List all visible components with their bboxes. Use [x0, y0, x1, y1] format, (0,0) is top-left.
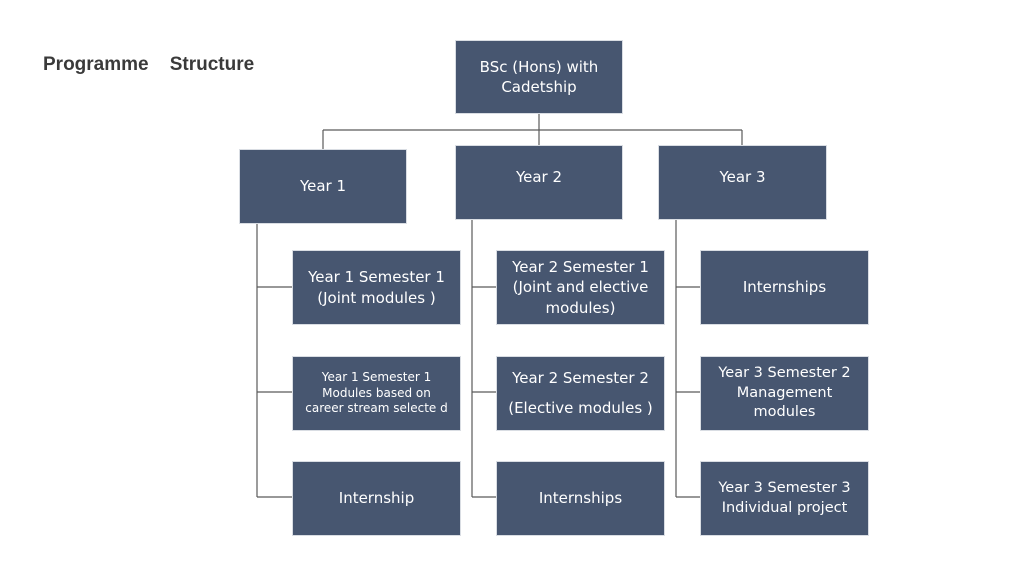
year3-semester2-node: Year 3 Semester 2 Management modules — [700, 356, 869, 431]
year1-internship-node: Internship — [292, 461, 461, 536]
year1-semester1-career-node: Year 1 Semester 1 Modules based on caree… — [292, 356, 461, 431]
page-title: Programme Structure — [43, 54, 255, 75]
year1-node: Year 1 — [239, 149, 407, 224]
root-node: BSc (Hons) with Cadetship — [455, 40, 623, 114]
year2-semester2-node: Year 2 Semester 2 (Elective modules ) — [496, 356, 665, 431]
year2-internships-node: Internships — [496, 461, 665, 536]
year2-node: Year 2 — [455, 145, 623, 220]
year3-semester3-node: Year 3 Semester 3 Individual project — [700, 461, 869, 536]
year1-semester1-joint-node: Year 1 Semester 1 (Joint modules ) — [292, 250, 461, 325]
year3-internships-node: Internships — [700, 250, 869, 325]
year2-semester1-node: Year 2 Semester 1 (Joint and elective mo… — [496, 250, 665, 325]
year3-node: Year 3 — [658, 145, 827, 220]
